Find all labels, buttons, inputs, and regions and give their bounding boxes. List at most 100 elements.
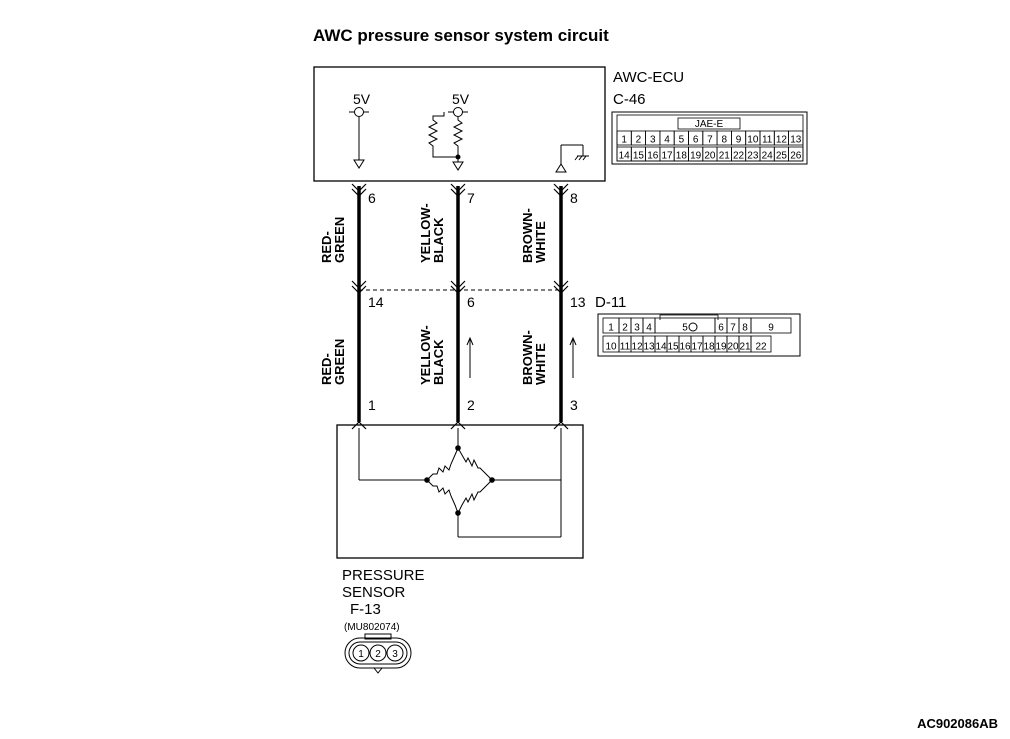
c46-pin-9: 9	[736, 135, 742, 146]
d11-cell	[750, 335, 772, 353]
c46-pin-25: 25	[776, 151, 788, 162]
c46-connector-type: JAE-E	[695, 119, 724, 130]
d11-pin-16: 16	[679, 342, 691, 353]
svg-text:GREEN: GREEN	[332, 217, 347, 263]
ecu-box	[313, 66, 606, 182]
sensor-part-number: (MU802074)	[344, 622, 400, 633]
c46-pin-15: 15	[633, 151, 645, 162]
c46-cell	[788, 146, 804, 162]
svg-text:BROWN-: BROWN-	[520, 208, 535, 263]
ecu-name: AWC-ECU	[613, 69, 684, 86]
lower-wire-label-1: RED- GREEN	[319, 339, 347, 385]
d11-pin-14: 14	[368, 294, 384, 310]
ecu-connector-label: C-46	[613, 91, 646, 108]
f13-pin-3: 3	[392, 649, 398, 660]
upper-wire-label-3: BROWN- WHITE	[520, 208, 548, 263]
c46-pin-1: 1	[621, 135, 627, 146]
sensor-pin-2: 2	[467, 397, 475, 413]
bridge-circuit	[358, 428, 562, 538]
bridge-nodes	[424, 445, 495, 516]
svg-text:WHITE: WHITE	[533, 221, 548, 263]
d11-chevrons	[351, 280, 569, 294]
c46-pin-7: 7	[707, 135, 713, 146]
f13-pin-2: 2	[375, 649, 381, 660]
d11-connector-label: D-11	[595, 294, 626, 311]
supply-5v-left: 5V	[349, 91, 371, 169]
d11-pin-14: 14	[655, 342, 667, 353]
d11-pin-10: 10	[605, 342, 617, 353]
d11-pin-9: 9	[768, 323, 774, 334]
ecu-pin-7: 7	[467, 190, 475, 206]
sensor-pin-1: 1	[368, 397, 376, 413]
c46-pin-10: 10	[747, 135, 759, 146]
c46-pin-13: 13	[790, 135, 802, 146]
d11-pin-19: 19	[715, 342, 727, 353]
c46-pin-21: 21	[719, 151, 731, 162]
svg-text:BLACK: BLACK	[431, 339, 446, 385]
d11-pin-5: 5	[682, 323, 688, 334]
svg-text:BLACK: BLACK	[431, 217, 446, 263]
ground-symbol	[555, 144, 589, 173]
c46-pin-26: 26	[790, 151, 802, 162]
upper-wire-label-2: YELLOW- BLACK	[418, 203, 446, 263]
ecu-pin-6: 6	[368, 190, 376, 206]
sensor-pin-chevrons	[351, 421, 569, 430]
d11-pin-4: 4	[646, 323, 652, 334]
ecu-pin-chevrons	[351, 183, 569, 197]
c46-pin-11: 11	[762, 135, 773, 146]
c46-pin-8: 8	[721, 135, 727, 146]
c46-pin-14: 14	[619, 151, 631, 162]
svg-text:YELLOW-: YELLOW-	[418, 325, 433, 385]
c46-pin-17: 17	[661, 151, 673, 162]
d11-pin-1: 1	[608, 323, 614, 334]
d11-pin-11: 11	[620, 342, 631, 353]
diagram-title: AWC pressure sensor system circuit	[313, 26, 609, 45]
sensor-pin-3: 3	[570, 397, 578, 413]
d11-pin-15: 15	[667, 342, 679, 353]
d11-pin-2: 2	[622, 323, 628, 334]
figure-code: AC902086AB	[917, 716, 998, 731]
lower-wire-label-3: BROWN- WHITE	[520, 330, 548, 385]
c46-pin-4: 4	[664, 135, 670, 146]
c46-cell	[788, 130, 804, 146]
c46-pin-20: 20	[704, 151, 716, 162]
f13-pin-1: 1	[358, 649, 364, 660]
d11-pin-22: 22	[755, 342, 767, 353]
svg-text:BROWN-: BROWN-	[520, 330, 535, 385]
lower-wire-label-2: YELLOW- BLACK	[418, 325, 446, 385]
c46-pin-24: 24	[762, 151, 774, 162]
c46-pin-6: 6	[693, 135, 699, 146]
c46-pin-16: 16	[647, 151, 659, 162]
d11-pin-13: 13	[570, 294, 586, 310]
svg-text:YELLOW-: YELLOW-	[418, 203, 433, 263]
d11-pin-18: 18	[703, 342, 715, 353]
c46-pin-19: 19	[690, 151, 702, 162]
svg-text:GREEN: GREEN	[332, 339, 347, 385]
sensor-connector-label: F-13	[350, 601, 381, 618]
d11-cell	[750, 317, 792, 334]
ecu-pin-8: 8	[570, 190, 578, 206]
c46-pin-3: 3	[650, 135, 656, 146]
d11-pin-20: 20	[727, 342, 739, 353]
d11-pin-6: 6	[718, 323, 724, 334]
svg-text:RED-: RED-	[319, 231, 334, 263]
c46-pin-22: 22	[733, 151, 745, 162]
c46-pin-18: 18	[676, 151, 688, 162]
svg-text:5V: 5V	[452, 91, 470, 107]
d11-pin-12: 12	[631, 342, 643, 353]
d11-pin-3: 3	[634, 323, 640, 334]
sensor-name-line1: PRESSURE	[342, 567, 425, 584]
c46-pin-12: 12	[776, 135, 788, 146]
sensor-box	[336, 424, 584, 559]
c46-pin-23: 23	[747, 151, 759, 162]
c46-pin-5: 5	[679, 135, 685, 146]
svg-text:5V: 5V	[353, 91, 371, 107]
signal-arrow-icon	[466, 336, 577, 378]
d11-pin-8: 8	[742, 323, 748, 334]
d11-pin-6: 6	[467, 294, 475, 310]
d11-pin-7: 7	[730, 323, 736, 334]
svg-text:RED-: RED-	[319, 353, 334, 385]
